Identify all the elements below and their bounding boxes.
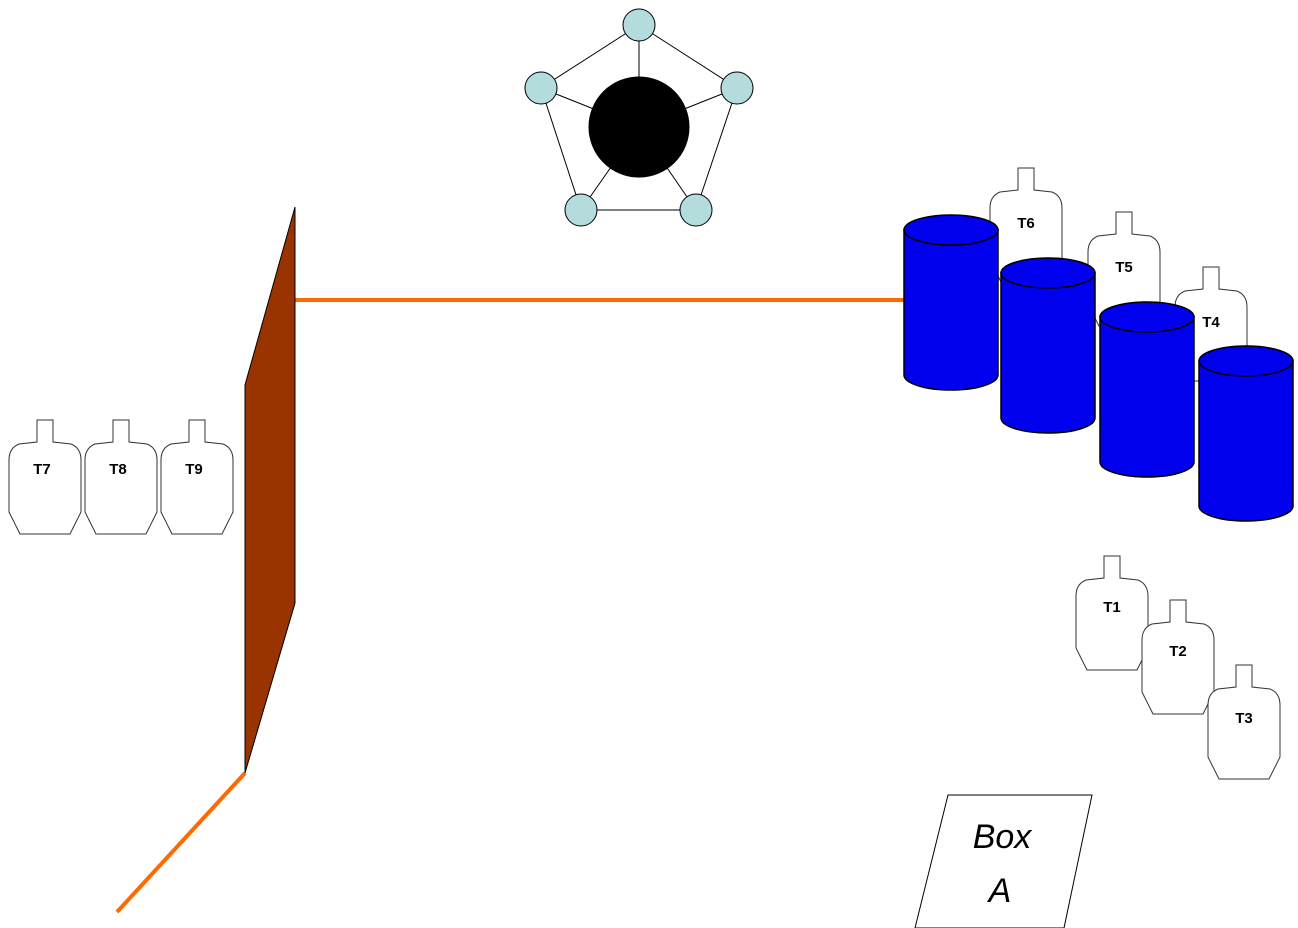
target-label: T9 xyxy=(185,461,203,478)
box-label-line2: A xyxy=(987,872,1012,910)
fault-line-bottom xyxy=(115,771,247,914)
target-t2: T2 xyxy=(1141,599,1215,715)
target-label: T8 xyxy=(109,461,127,478)
target-t7: T7 xyxy=(8,419,82,535)
star-node-left xyxy=(524,71,558,105)
target-t6: T6 xyxy=(989,167,1063,283)
target-t8: T8 xyxy=(84,419,158,535)
target-label: T6 xyxy=(1017,215,1035,232)
target-label: T2 xyxy=(1169,643,1187,660)
barrel-1 xyxy=(903,214,999,391)
target-t5: T5 xyxy=(1087,211,1161,327)
target-t1: T1 xyxy=(1075,555,1149,671)
target-t4: T4 xyxy=(1174,266,1248,382)
barrel-3 xyxy=(1099,301,1195,478)
star-center-circle xyxy=(588,76,690,178)
target-t3: T3 xyxy=(1207,664,1281,780)
target-label: T4 xyxy=(1202,314,1220,331)
target-label: T1 xyxy=(1103,599,1121,616)
star-node-bottom-right xyxy=(679,193,713,227)
wall-barrier xyxy=(244,206,296,774)
star-node-top xyxy=(622,8,656,42)
target-label: T5 xyxy=(1115,259,1133,276)
star-node-bottom-left xyxy=(564,193,598,227)
box-label-line1: Box xyxy=(973,818,1033,856)
barrel-2 xyxy=(1000,257,1096,434)
star-node-right xyxy=(720,71,754,105)
target-t9: T9 xyxy=(160,419,234,535)
target-label: T7 xyxy=(33,461,51,478)
box-a: Box A xyxy=(914,794,1093,928)
barrel-4 xyxy=(1198,345,1294,522)
target-label: T3 xyxy=(1235,710,1253,727)
star-hub xyxy=(524,8,754,227)
